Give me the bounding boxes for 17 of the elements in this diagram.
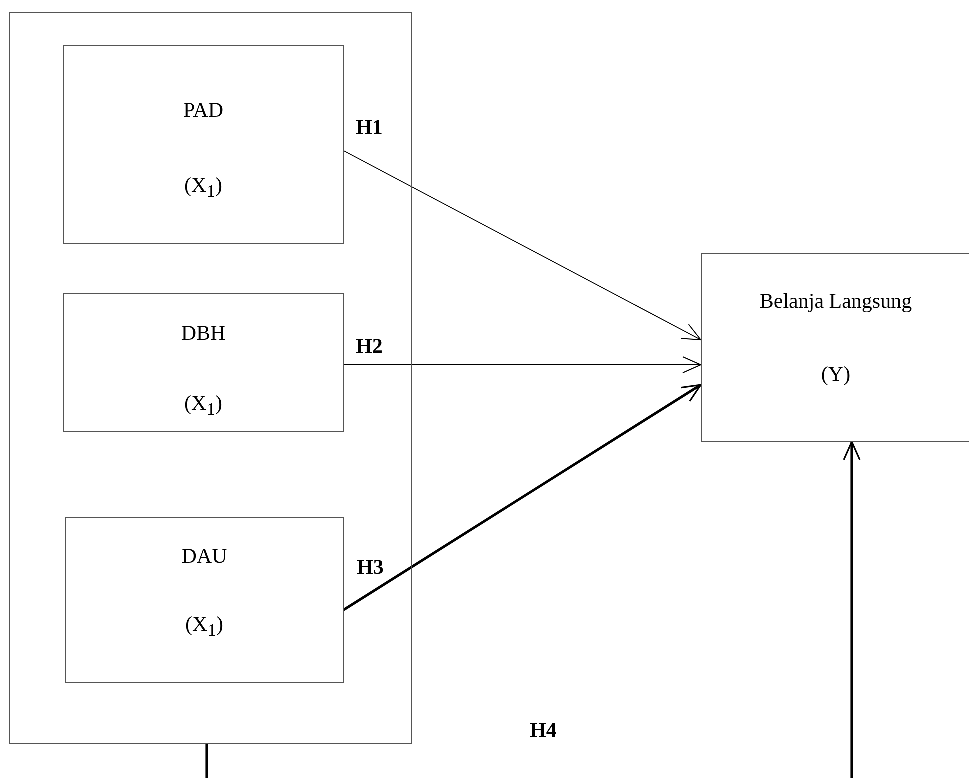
variable-symbol: (X$_{1}$) xyxy=(184,173,224,204)
arrow xyxy=(344,150,702,340)
arrow xyxy=(206,441,861,778)
variable-box xyxy=(63,45,344,244)
arrow xyxy=(344,356,702,374)
variable-name: PAD xyxy=(182,98,225,122)
variable-symbol: (X$_{1}$) xyxy=(184,612,224,642)
variable-box xyxy=(63,293,344,432)
variable-name: DAU xyxy=(180,544,228,568)
variable-symbol: (Y) xyxy=(820,362,852,386)
group-box xyxy=(9,12,412,744)
variable-symbol: (X$_{1}$) xyxy=(184,391,224,422)
variable-name: DBH xyxy=(180,321,227,345)
variable-box xyxy=(65,517,344,683)
variable-box xyxy=(701,253,969,442)
variable-name: Belanja Langsung xyxy=(758,289,914,313)
arrow xyxy=(343,384,702,612)
